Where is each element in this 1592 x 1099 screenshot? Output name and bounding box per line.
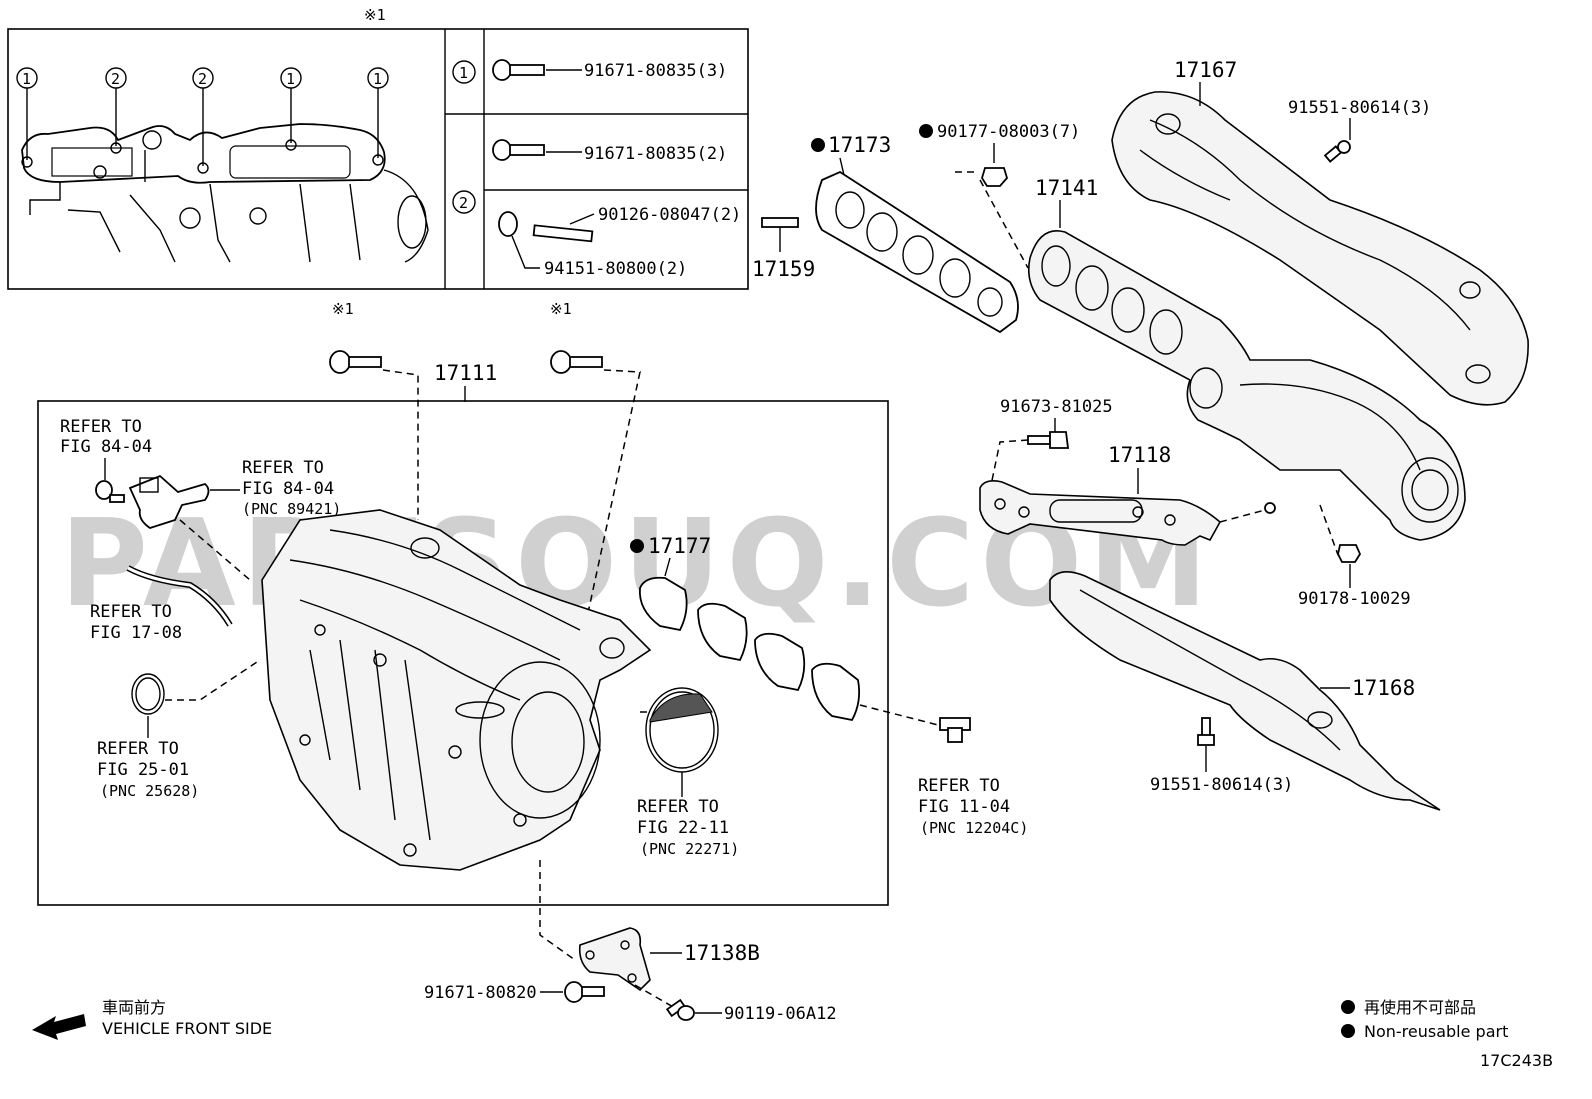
exhaust-manifold-17141[interactable]	[1027, 230, 1466, 541]
mark-left: ※1	[332, 300, 354, 318]
inset-mark: ※1	[364, 6, 386, 24]
inset-callout-1b: 1	[280, 67, 302, 151]
label-17177[interactable]: 17177	[648, 534, 711, 558]
assembly-frame-17111	[37, 400, 889, 906]
ref6-fig[interactable]: FIG 11-04	[918, 797, 1010, 817]
stud-part-number[interactable]: 90126-08047(2)	[598, 205, 741, 225]
nut-part-number[interactable]: 94151-80800(2)	[544, 259, 687, 279]
ref3-fig[interactable]: FIG 17-08	[90, 623, 182, 643]
bolt-part-number[interactable]: 91671-80835(2)	[584, 144, 727, 164]
ref1-fig[interactable]: FIG 84-04	[60, 437, 152, 457]
ref5-fig[interactable]: FIG 22-11	[637, 818, 729, 838]
non-reusable-dot-icon	[630, 539, 644, 553]
ref4-pnc: (PNC 25628)	[100, 782, 199, 800]
ref6-pnc: (PNC 12204C)	[920, 819, 1028, 837]
ref2-line1: REFER TO	[242, 458, 324, 478]
bolt-icon	[95, 480, 125, 503]
bolt-91551-top[interactable]	[1323, 140, 1351, 163]
gasket-17173[interactable]	[815, 170, 1019, 334]
mark-right: ※1	[550, 300, 572, 318]
ref2-fig[interactable]: FIG 84-04	[242, 479, 334, 499]
nut-90178[interactable]	[1337, 544, 1362, 563]
label-17138B[interactable]: 17138B	[684, 941, 760, 965]
bolt-icon	[492, 139, 545, 161]
stud-icon	[532, 224, 594, 243]
ref4-fig[interactable]: FIG 25-01	[97, 760, 189, 780]
callout-label: 1	[286, 70, 295, 88]
non-reusable-dot-icon	[811, 138, 825, 152]
bolt-91551-bottom[interactable]	[1197, 717, 1215, 746]
callout-label: 2	[198, 70, 207, 88]
bolt-91673[interactable]	[1027, 431, 1070, 449]
non-reusable-dot-icon	[1341, 1000, 1355, 1014]
heat-insulator-17168[interactable]	[1049, 571, 1441, 811]
label-91673[interactable]: 91673-81025	[1000, 397, 1113, 417]
ref6-line1: REFER TO	[918, 776, 1000, 796]
intake-manifold-17111[interactable]	[261, 509, 652, 871]
inset-row-2: 2 91671-80835(2) 90126-08047(2) 94151-80…	[452, 139, 741, 279]
label-90119[interactable]: 90119-06A12	[724, 1004, 837, 1024]
label-91551-bottom[interactable]: 91551-80614(3)	[1150, 775, 1293, 795]
bolt-icon[interactable]	[550, 350, 603, 374]
front-arrow-icon	[32, 1014, 86, 1040]
label-90177[interactable]: 90177-08003(7)	[937, 122, 1080, 142]
legend-nonreusable-jp: 再使用不可部品	[1364, 998, 1476, 1017]
hose-icon	[126, 565, 233, 627]
non-reusable-dot-icon	[1341, 1024, 1355, 1038]
bolt-icon[interactable]	[665, 998, 695, 1021]
gasket-ring-icon	[131, 673, 165, 715]
bracket-17118[interactable]	[979, 480, 1222, 546]
legend-nonreusable-en: Non-reusable part	[1364, 1022, 1508, 1041]
ref3-line1: REFER TO	[90, 602, 172, 622]
bolt-part-number[interactable]: 91671-80835(3)	[584, 61, 727, 81]
label-90178[interactable]: 90178-10029	[1298, 589, 1411, 609]
heat-insulator-17167[interactable]	[1111, 91, 1529, 406]
callout-label: 2	[111, 70, 120, 88]
label-17141[interactable]: 17141	[1035, 176, 1098, 200]
plug-icon	[939, 717, 971, 743]
label-17167[interactable]: 17167	[1174, 58, 1237, 82]
gasket-17177[interactable]	[638, 576, 861, 722]
label-17159[interactable]: 17159	[752, 257, 815, 281]
nut-icon	[498, 211, 518, 237]
throttle-gasket-icon	[645, 687, 719, 773]
inset-callout-2a: 2	[105, 67, 127, 154]
label-91671-80820[interactable]: 91671-80820	[424, 983, 537, 1003]
label-17118[interactable]: 17118	[1108, 443, 1171, 467]
front-label-en: VEHICLE FRONT SIDE	[102, 1019, 272, 1038]
inset-row-1: 1 91671-80835(3)	[452, 59, 727, 84]
ref4-line1: REFER TO	[97, 739, 179, 759]
ref2-pnc: (PNC 89421)	[242, 500, 341, 518]
row-index: 1	[459, 64, 468, 82]
inset-panel: ※1 1	[7, 6, 749, 290]
row-index: 2	[459, 194, 468, 212]
ref5-line1: REFER TO	[637, 797, 719, 817]
stud-17159[interactable]	[761, 217, 799, 228]
callout-label: 1	[373, 70, 382, 88]
label-17173[interactable]: 17173	[828, 133, 891, 157]
bracket-17138B[interactable]	[578, 927, 651, 992]
inset-callout-1a: 1	[16, 67, 38, 168]
figure-code: 17C243B	[1480, 1051, 1553, 1070]
stud-end	[1264, 502, 1276, 514]
inset-callout-2b: 2	[192, 67, 214, 174]
bolt-icon	[492, 59, 545, 81]
bolt-icon[interactable]	[564, 981, 605, 1003]
label-91551-top[interactable]: 91551-80614(3)	[1288, 98, 1431, 118]
callout-label: 1	[22, 70, 31, 88]
inset-callout-1c: 1	[367, 67, 389, 166]
label-17168[interactable]: 17168	[1352, 676, 1415, 700]
inset-flange-drawing	[21, 123, 429, 263]
nut-90177[interactable]	[981, 167, 1009, 187]
front-label-jp: 車両前方	[102, 998, 166, 1017]
map-sensor-icon	[128, 474, 210, 529]
bolt-icon[interactable]	[329, 350, 382, 374]
non-reusable-dot-icon	[919, 124, 933, 138]
label-17111[interactable]: 17111	[434, 361, 497, 385]
ref1-line1: REFER TO	[60, 417, 142, 437]
ref5-pnc: (PNC 22271)	[640, 840, 739, 858]
